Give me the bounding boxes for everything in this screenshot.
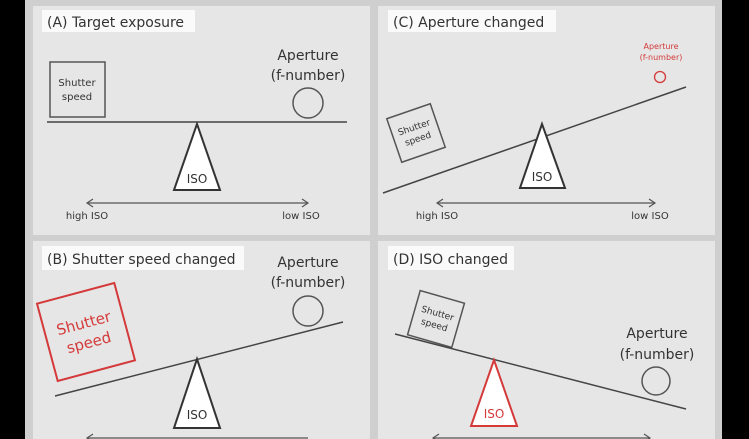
iso-fulcrum-highlighted <box>469 356 519 427</box>
panel-title: (C) Aperture changed <box>393 15 544 31</box>
panel-a: (A) Target exposure Shutter speed Apertu… <box>33 6 370 235</box>
aperture-label-1: Aperture <box>626 326 687 342</box>
iso-label: ISO <box>532 170 553 184</box>
panel-d: (D) ISO changed Shutter speed Aperture (… <box>378 241 715 439</box>
aperture-label-2: (f-number) <box>271 275 346 291</box>
iso-label: ISO <box>187 172 208 186</box>
aperture-circle <box>292 87 324 119</box>
seesaw-beam <box>382 86 687 194</box>
shutter-label-1: Shutter <box>58 78 96 89</box>
shutter-speed-box <box>49 61 106 118</box>
panel-b: (B) Shutter speed changed Shutter speed … <box>33 241 370 439</box>
iso-fulcrum <box>172 120 222 191</box>
aperture-label-2: (f-number) <box>640 53 683 62</box>
high-iso-label: high ISO <box>416 211 458 222</box>
aperture-label-1: Aperture <box>643 42 678 51</box>
aperture-label-2: (f-number) <box>271 68 346 84</box>
aperture-label-1: Aperture <box>277 255 338 271</box>
panel-title-box <box>42 10 195 32</box>
aperture-circle-small <box>653 70 667 84</box>
panel-c: (C) Aperture changed Shutter speed Apert… <box>378 6 715 235</box>
aperture-circle <box>292 295 324 327</box>
seesaw-beam <box>54 321 344 397</box>
iso-label: ISO <box>187 408 208 422</box>
iso-fulcrum <box>518 120 567 189</box>
iso-fulcrum <box>172 355 222 429</box>
shutter-speed-box-highlighted: Shutter speed <box>35 281 137 383</box>
shutter-speed-box: Shutter speed <box>385 102 447 164</box>
iso-label: ISO <box>484 407 505 421</box>
aperture-label-1: Aperture <box>277 48 338 64</box>
aperture-circle <box>641 366 671 396</box>
panel-title: (B) Shutter speed changed <box>47 252 236 268</box>
low-iso-label: low ISO <box>282 211 320 222</box>
shutter-speed-box: Shutter speed <box>406 289 466 349</box>
shutter-label-2: speed <box>62 92 92 103</box>
high-iso-label: high ISO <box>66 211 108 222</box>
seesaw-beam <box>394 333 687 410</box>
panel-title: (D) ISO changed <box>393 252 508 268</box>
low-iso-label: low ISO <box>631 211 669 222</box>
aperture-label-2: (f-number) <box>620 347 695 363</box>
panel-title: (A) Target exposure <box>47 15 184 31</box>
